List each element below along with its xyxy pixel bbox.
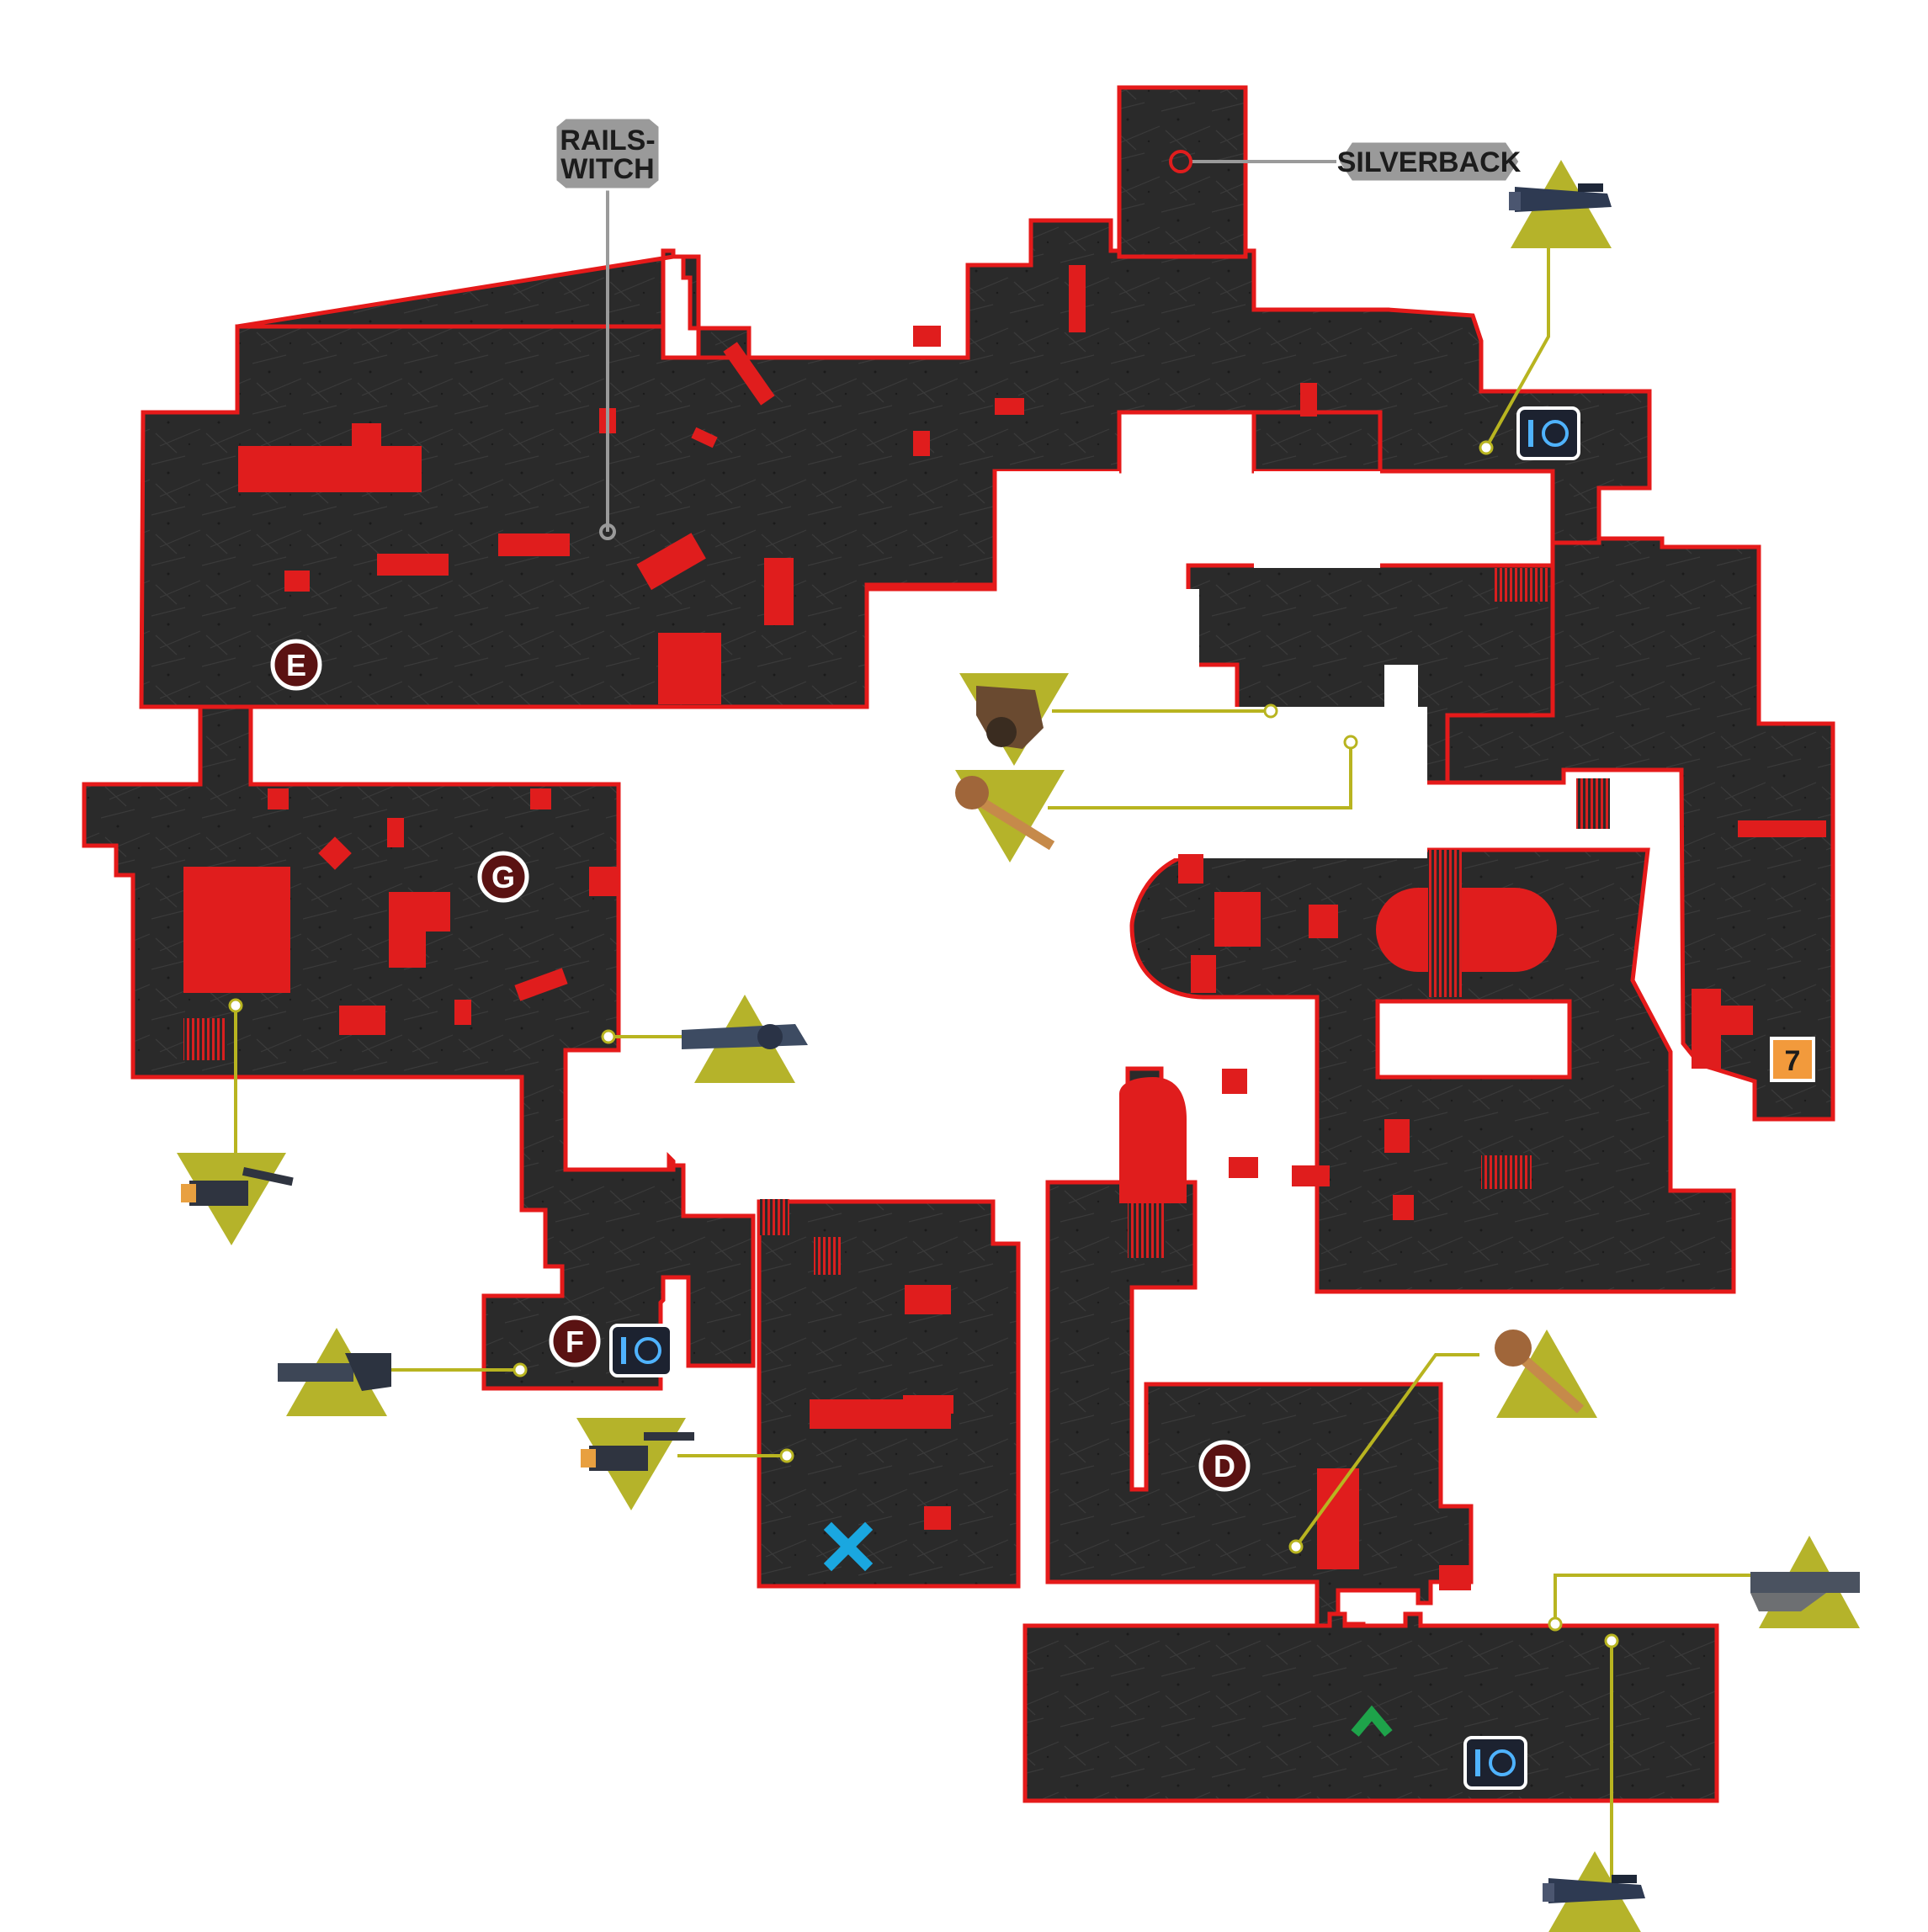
mulcher-gatling-icon (177, 1153, 294, 1245)
boomshield-icon (955, 770, 1065, 862)
mace-hammer-icon (1495, 1330, 1597, 1418)
digger-launcher-icon (682, 995, 808, 1083)
floor-plan (82, 85, 1835, 1803)
locker-icon (609, 1324, 673, 1377)
longshot-sniper-icon (1509, 160, 1612, 248)
weapon-lockers (609, 406, 1580, 1790)
railswitch-label-line1: RAILS- (560, 125, 655, 157)
marker-g-label: G (491, 860, 515, 894)
link-endpoints (228, 440, 1619, 1648)
gorgon-pistol-icon (278, 1328, 391, 1416)
one-shot-cannon-icon (959, 673, 1069, 766)
staircases (183, 568, 1610, 1275)
silverback-callout: SILVERBACK (1169, 140, 1522, 183)
weapon-links (234, 244, 1759, 1893)
void-overlays (867, 471, 1418, 724)
marker-e-label: E (286, 648, 306, 682)
mulcher-gatling-icon (576, 1418, 694, 1510)
railswitch-callout: RAILS- WITCH (554, 116, 661, 540)
retro-lancer-icon (1750, 1536, 1860, 1628)
marker-f-label: F (566, 1324, 584, 1359)
objective-badge-7: 7 (1770, 1037, 1815, 1082)
longshot-sniper-icon (1543, 1851, 1645, 1932)
cover-blocks (183, 265, 1826, 1590)
map-voids (1124, 707, 1572, 1080)
weapon-pickups (177, 160, 1860, 1932)
locker-icon (1463, 1736, 1527, 1790)
silverback-label: SILVERBACK (1337, 146, 1522, 178)
marker-g: G (477, 851, 529, 903)
spawn-caret-icon (1351, 1705, 1393, 1737)
marker-d: D (1198, 1440, 1251, 1492)
railswitch-label-line2: WITCH (560, 153, 654, 185)
spawn-x-icon (823, 1521, 874, 1572)
marker-d-label: D (1214, 1449, 1235, 1484)
marker-e: E (270, 639, 322, 691)
locker-icon (1516, 406, 1580, 460)
marker-f: F (549, 1315, 601, 1367)
objective-badge-label: 7 (1785, 1045, 1801, 1077)
